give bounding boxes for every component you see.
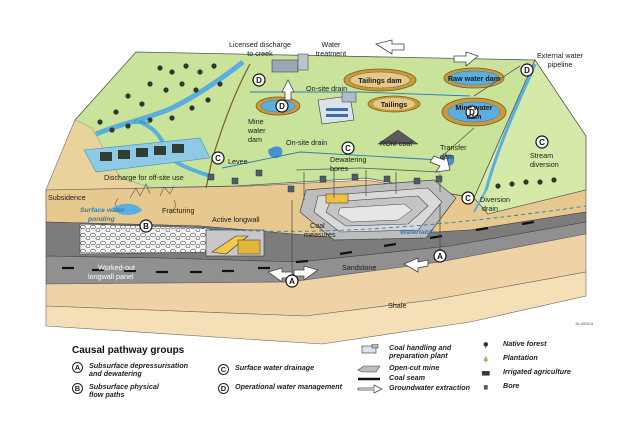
label-transfer-dam-1: Transfer xyxy=(440,143,467,152)
svg-text:A: A xyxy=(289,277,295,286)
svg-text:C: C xyxy=(215,154,221,163)
label-tailings: Tailings xyxy=(381,100,408,109)
marker-d-mine: D xyxy=(465,105,479,119)
label-levee: Levee xyxy=(228,157,248,166)
label-mine-water-dam-r1: Mine water xyxy=(455,103,492,112)
label-worked-out-2: longwall panel xyxy=(88,272,134,281)
label-licensed-discharge-2: to creek xyxy=(247,49,273,58)
figure-code: 16-4505-8 xyxy=(575,321,594,326)
shale-layer xyxy=(45,271,587,345)
label-rom-coal: ROM coal xyxy=(380,139,412,148)
label-tailings-dam: Tailings dam xyxy=(358,76,401,85)
svg-text:A: A xyxy=(437,252,443,261)
svg-text:External water: External water xyxy=(537,51,584,60)
svg-text:C: C xyxy=(539,138,545,147)
flow-arrows xyxy=(267,39,479,283)
coal-handling-plant xyxy=(317,91,357,125)
raw-water-dam xyxy=(443,67,505,89)
on-site-drain-mid-line xyxy=(221,151,441,169)
label-active-longwall: Active longwall xyxy=(212,215,260,224)
tailings-area xyxy=(367,95,421,113)
svg-text:D: D xyxy=(524,66,530,75)
svg-text:D: D xyxy=(256,76,262,85)
on-site-drain-pond xyxy=(268,146,283,159)
marker-d-dam: D xyxy=(275,99,289,113)
marker-d-top: D xyxy=(252,73,266,87)
label-transfer-dam-2: dam xyxy=(440,152,454,161)
label-coal-measures-2: measures xyxy=(304,230,336,239)
marker-c-drain: C xyxy=(341,141,355,155)
svg-text:Water: Water xyxy=(322,40,342,49)
label-surface-ponding-2: ponding xyxy=(87,216,116,223)
label-stream-diversion-2: diversion xyxy=(530,160,559,169)
rom-coal-pile xyxy=(377,129,419,145)
label-creek: Creek xyxy=(134,120,151,126)
label-surface-ponding-1: Surface water xyxy=(80,207,125,214)
label-stream-diversion-1: Stream xyxy=(530,151,553,160)
label-on-site-drain-mid: On-site drain xyxy=(286,138,327,147)
svg-text:to creek: to creek xyxy=(247,49,273,58)
label-fracturing: Fracturing xyxy=(162,206,194,215)
marker-a-right: A xyxy=(433,249,447,263)
pipelines xyxy=(295,65,521,200)
label-dewatering-bores-2: bores xyxy=(330,164,348,173)
label-water-treatment-1: Water xyxy=(322,40,342,49)
marker-a-left: A xyxy=(285,274,299,288)
svg-text:treatment: treatment xyxy=(316,49,346,58)
label-raw-water-dam: Raw water dam xyxy=(448,74,500,83)
label-diversion-drain-1: Diversion xyxy=(480,195,510,204)
water-treatment-plant xyxy=(271,53,309,73)
marker-c-stream: C xyxy=(535,135,549,149)
watertable-line xyxy=(199,205,587,232)
stream-diversion xyxy=(484,63,537,191)
creek-upper xyxy=(95,60,245,137)
marker-c-diversion: C xyxy=(461,191,475,205)
pathway-markers: D D D D C C C C B A A xyxy=(139,63,549,288)
longwall-machine xyxy=(205,229,265,257)
tailings-dam xyxy=(343,68,417,92)
label-mine-water-dam-r2: dam xyxy=(467,112,482,121)
diversion-drain xyxy=(473,189,487,213)
label-external-pipeline-1: External water xyxy=(537,51,584,60)
truck-icon xyxy=(325,193,349,204)
label-coal-measures-1: Coal xyxy=(310,221,325,230)
label-external-pipeline-2: pipeline xyxy=(548,60,573,69)
diagram-labels: Licensed discharge to creek Water treatm… xyxy=(48,40,594,326)
ponding xyxy=(112,203,142,215)
svg-text:B: B xyxy=(143,222,149,231)
label-licensed-discharge-1: Licensed discharge xyxy=(229,40,291,49)
svg-text:Mine water: Mine water xyxy=(455,103,492,112)
label-mine-dam-l3: dam xyxy=(248,135,262,144)
label-diversion-drain-2: drain xyxy=(482,204,498,213)
label-dewatering-bores-1: Dewatering xyxy=(330,155,366,164)
native-forest-trees xyxy=(97,63,557,189)
svg-text:C: C xyxy=(465,194,471,203)
svg-text:pipeline: pipeline xyxy=(548,60,573,69)
label-mine-dam-l1: Mine xyxy=(248,117,264,126)
label-worked-out-1: Worked-out xyxy=(98,263,135,272)
irrigated-agriculture xyxy=(83,137,211,173)
label-water-treatment-2: treatment xyxy=(316,49,346,58)
svg-text:dam: dam xyxy=(467,112,482,121)
label-subsidence: Subsidence xyxy=(48,193,86,202)
svg-text:Licensed discharge: Licensed discharge xyxy=(229,40,291,49)
marker-c-levee: C xyxy=(211,151,225,165)
label-discharge-offsite: Discharge for off-site use xyxy=(104,173,184,182)
marker-b: B xyxy=(139,219,153,233)
svg-text:D: D xyxy=(279,102,285,111)
bores xyxy=(207,169,443,193)
label-on-site-drain-top: On-site drain xyxy=(306,84,347,93)
svg-text:D: D xyxy=(469,108,475,117)
label-sandstone: Sandstone xyxy=(342,263,376,272)
label-shale: Shale xyxy=(388,301,406,310)
svg-text:C: C xyxy=(345,144,351,153)
marker-d-pipe: D xyxy=(520,63,534,77)
label-watertable: Watertable xyxy=(400,229,435,236)
open-cut-mine xyxy=(299,179,457,241)
label-mine-dam-l2: water xyxy=(247,126,266,135)
